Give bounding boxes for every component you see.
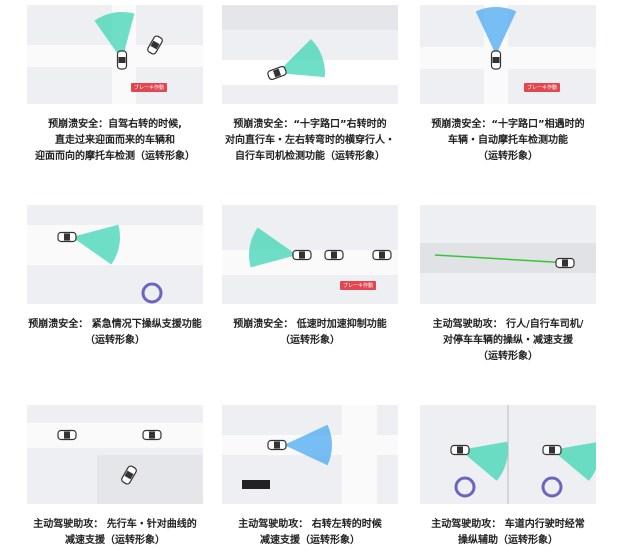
- caption-line: 对停车车辆的操纵・减速支援: [443, 335, 573, 346]
- caption-line: 车辆・自动摩托车检测功能: [448, 135, 568, 146]
- brake-active-badge: ブレーキ作動: [131, 83, 168, 92]
- scenario-caption: 主动驾驶助攻： 先行车・针对曲线的减速支援（运转形象）: [17, 517, 213, 549]
- scenario-illustration: [222, 5, 398, 104]
- scenario-caption: 主动驾驶助攻： 行人/自行车司机/对停车车辆的操纵・减速支援 （运转形象）: [410, 317, 606, 365]
- caption-line: （运转形象）: [85, 335, 145, 346]
- caption-line: 操纵辅助（运转形象）: [458, 535, 558, 546]
- scenario-caption: 预崩溃安全： 低速时加速抑制功能 （运转形象）: [212, 317, 408, 349]
- caption-line: 主动驾驶助攻： 行人/自行车司机/: [432, 319, 584, 330]
- scenario-caption: 预崩溃安全： 紧急情况下操纵支援功能 （运转形象）: [17, 317, 213, 349]
- caption-line: 迎面而向的摩托车检测（运转形象）: [35, 151, 195, 162]
- scenario-illustration: [420, 205, 596, 304]
- scenario-illustration: [27, 405, 203, 504]
- car-sensor-diagram: [222, 227, 398, 275]
- car-sensor-diagram: [420, 243, 596, 273]
- caption-line: （运转形象）: [478, 151, 538, 162]
- car-sensor-diagram: [27, 224, 203, 304]
- car-sensor-diagram: [222, 405, 398, 504]
- caption-line: 自行车司机检测功能（运转形象）: [235, 151, 385, 162]
- scenario-illustration: [222, 405, 398, 504]
- caption-line: 对向直行车・左右转弯时的横穿行人・: [225, 135, 395, 146]
- scenario-illustration: [27, 205, 203, 304]
- car-sensor-diagram: [27, 5, 203, 104]
- caption-line: （运转形象）: [478, 351, 538, 362]
- caption-line: 预崩溃安全： 低速时加速抑制功能: [233, 319, 387, 330]
- car-sensor-diagram: [222, 5, 398, 85]
- caption-line: 减速支援（运转形象）: [260, 535, 360, 546]
- scenario-caption: 预崩溃安全：“十字路口”相遇时的车辆・自动摩托车检测功能 （运转形象）: [410, 117, 606, 165]
- caption-line: 预崩溃安全：“十字路口”右转时的: [233, 119, 387, 130]
- caption-line: 主动驾驶助攻： 先行车・针对曲线的: [33, 519, 197, 530]
- caption-line: 减速支援（运转形象）: [65, 535, 165, 546]
- caption-line: 预崩溃安全：“十字路口”相遇时的: [431, 119, 585, 130]
- brake-active-badge: ブレーキ作動: [340, 281, 377, 290]
- scenario-illustration: [420, 405, 596, 504]
- caption-line: 直走过来迎面而来的车辆和: [55, 135, 175, 146]
- scenario-caption: 预崩溃安全：“十字路口”右转时的对向直行车・左右转弯时的横穿行人・自行车司机检测…: [212, 117, 408, 165]
- caption-line: 预崩溃安全： 紧急情况下操纵支援功能: [28, 319, 202, 330]
- car-sensor-diagram: [27, 423, 203, 504]
- scenario-illustration: ブレーキ作動: [27, 5, 203, 104]
- caption-line: （运转形象）: [280, 335, 340, 346]
- car-sensor-diagram: [450, 405, 596, 504]
- car-sensor-diagram: [420, 5, 596, 104]
- brake-active-badge: ブレーキ作動: [524, 83, 561, 92]
- scenario-caption: 预崩溃安全：自驾右转的时候, 直走过来迎面而来的车辆和迎面而向的摩托车检测（运转形…: [17, 117, 213, 165]
- caption-line: 主动驾驶助攻： 车道内行驶时经常: [431, 519, 585, 530]
- scenario-caption: 主动驾驶助攻： 右转左转的时候减速支援（运转形象）: [212, 517, 408, 549]
- scenario-illustration: ブレーキ作動: [420, 5, 596, 104]
- scenario-illustration: ブレーキ作動: [222, 205, 398, 304]
- caption-line: 预崩溃安全：自驾右转的时候,: [48, 119, 182, 130]
- scenario-caption: 主动驾驶助攻： 车道内行驶时经常操纵辅助（运转形象）: [410, 517, 606, 549]
- caption-line: 主动驾驶助攻： 右转左转的时候: [238, 519, 382, 530]
